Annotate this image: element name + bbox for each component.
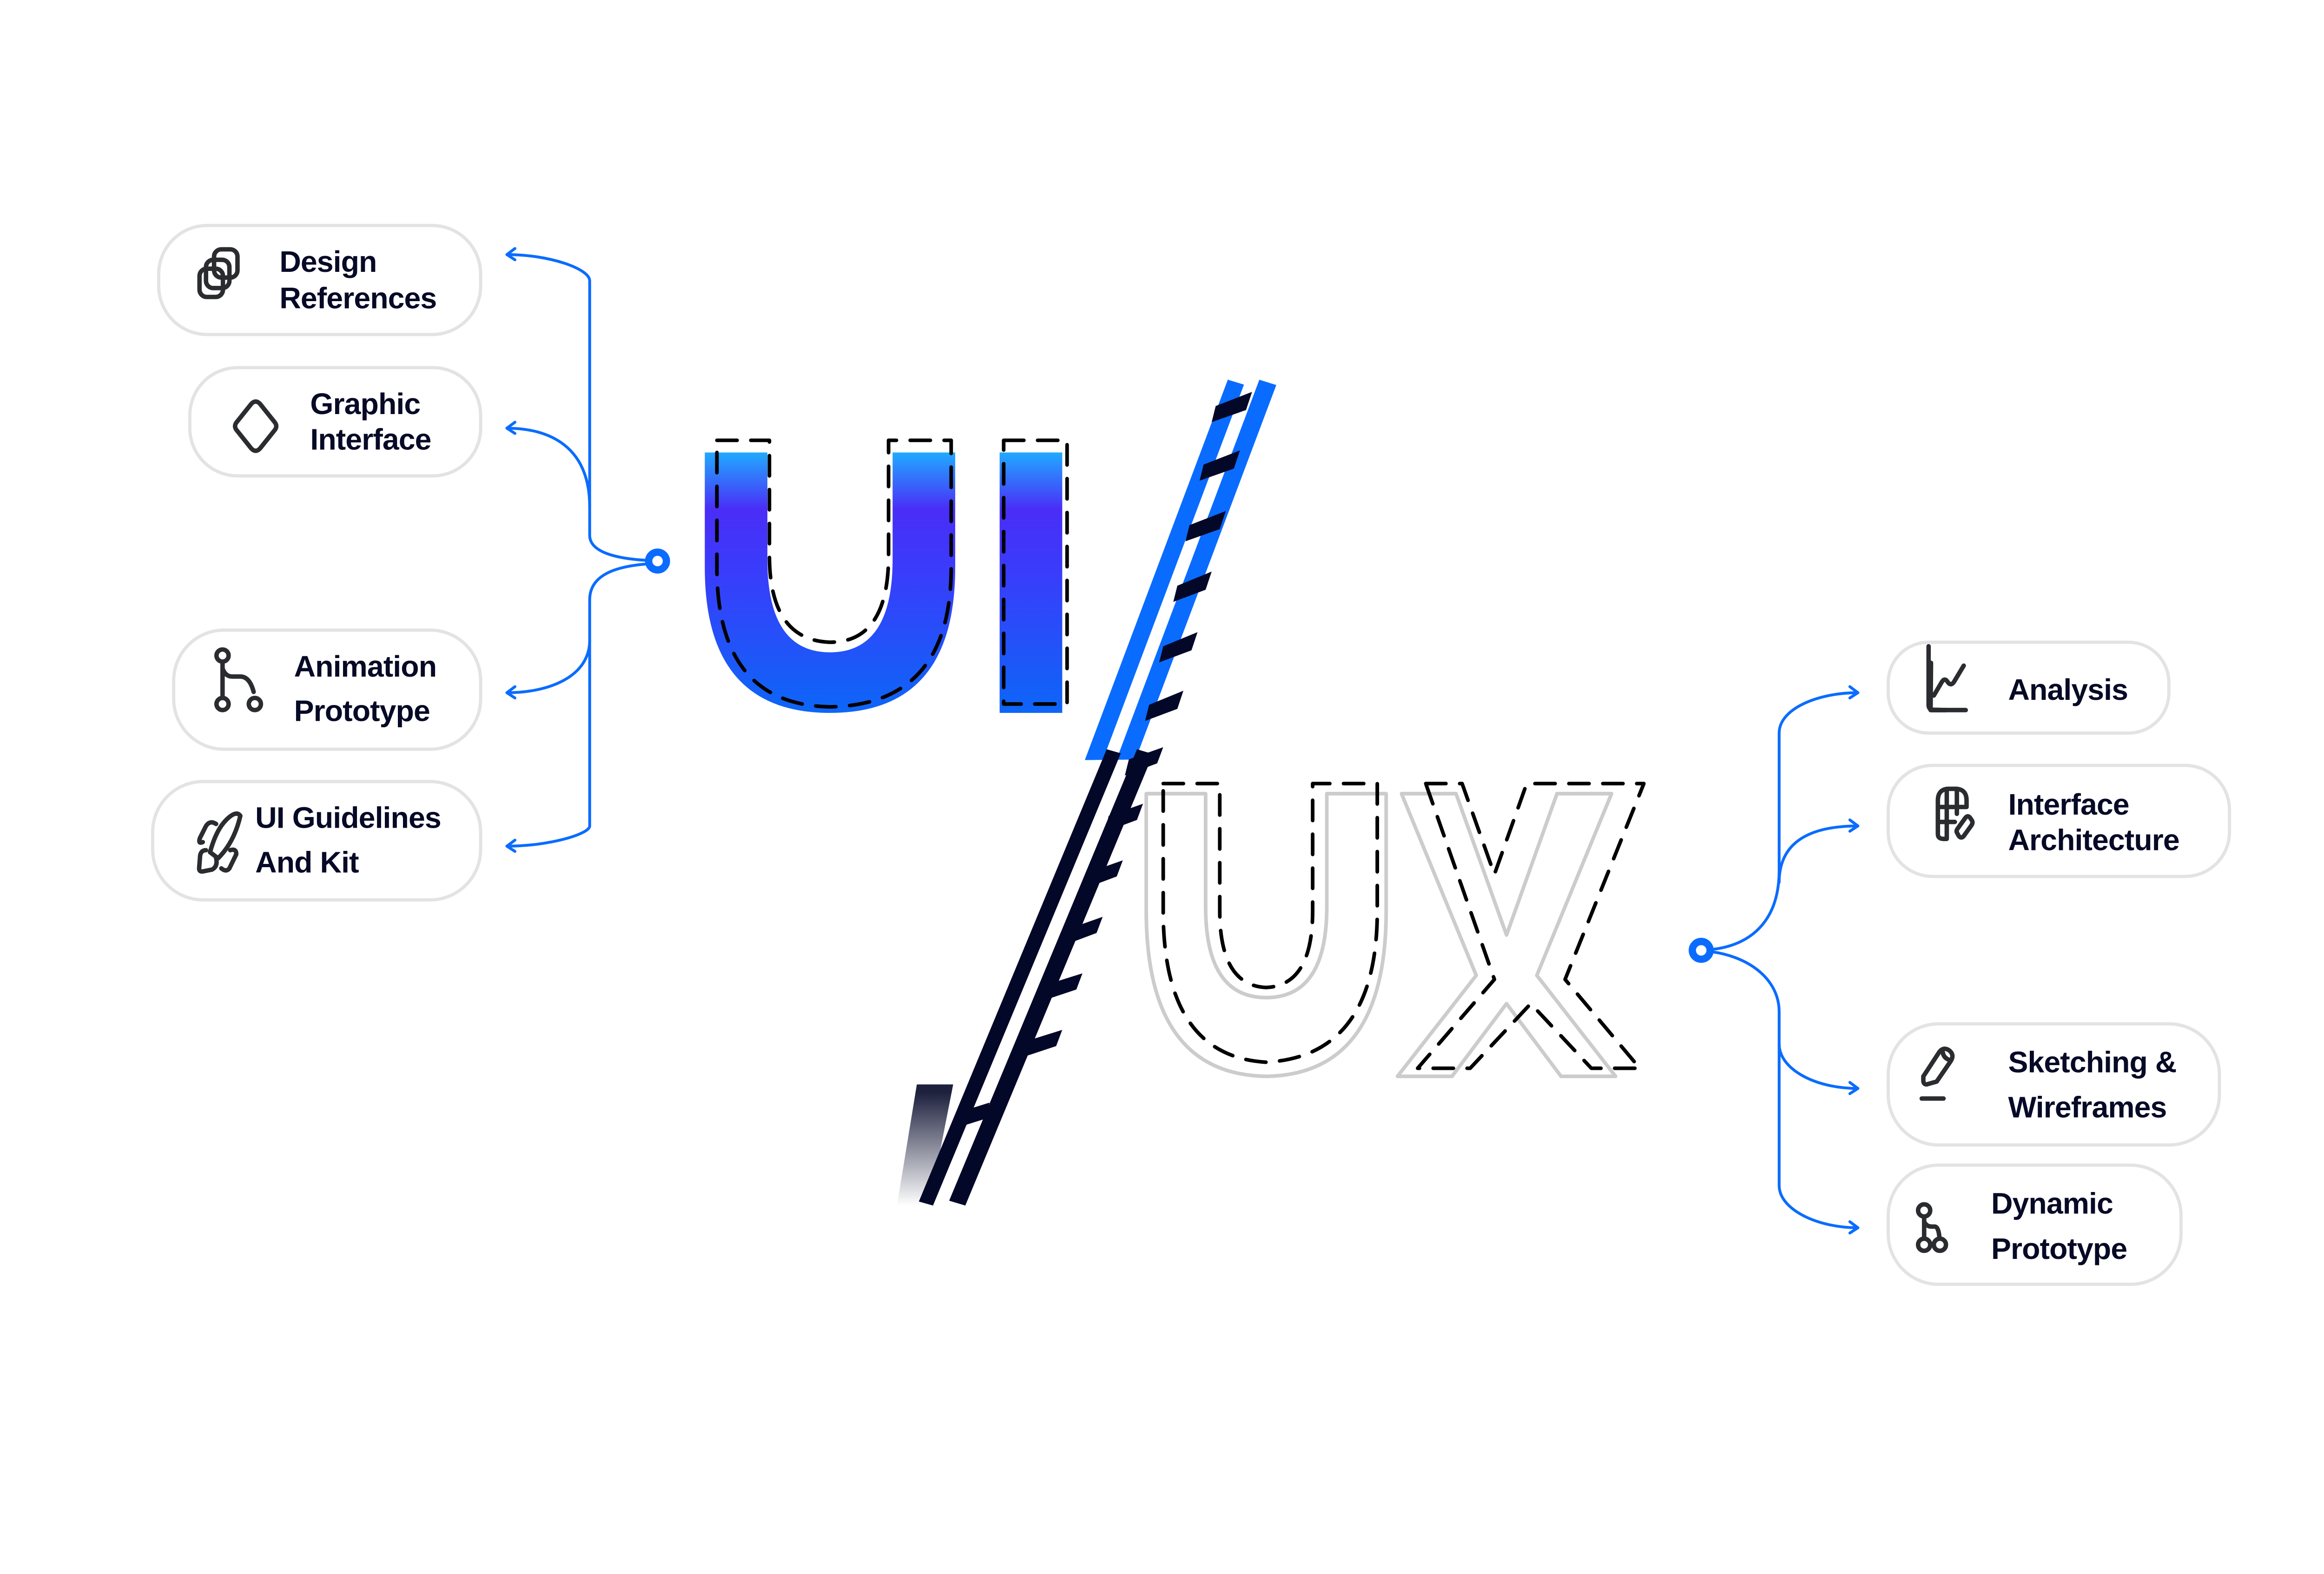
branch-icon (1915, 1202, 1948, 1253)
layers-icon (197, 247, 240, 299)
pill-label-line1: Interface (2008, 788, 2129, 821)
pill-label-line1: Sketching & (2008, 1045, 2176, 1079)
ui-i-dashed-outline (1002, 438, 1069, 706)
rocket-icon (197, 811, 243, 874)
pill-label-line2: And Kit (255, 845, 359, 879)
ux-letter-x-outline (1395, 791, 1618, 1079)
ux-item-analysis[interactable]: Analysis (1769, 103, 2171, 735)
pill-label-line1: Analysis (2008, 673, 2128, 706)
ui-letter-i (999, 452, 1063, 713)
ux-title (1144, 782, 1646, 1079)
ui-connector-node (645, 548, 670, 574)
pill-label-line2: Prototype (1991, 1232, 2127, 1265)
ui-u-dashed-outline (715, 438, 953, 709)
ui-item-graphic-interface[interactable]: Graphic Interface (188, 366, 482, 478)
pill-label-line1: Animation (294, 650, 437, 683)
pill-label-line2: Interface (310, 422, 431, 456)
ladder-rungs (953, 392, 1252, 1129)
diamond-icon (232, 399, 279, 453)
pill-label-line1: Design (279, 245, 376, 278)
ux-item-sketching-wireframes[interactable]: Sketching & Wireframes (1886, 1022, 2221, 1147)
pill-label-line1: Dynamic (1991, 1187, 2113, 1220)
pill-label-line2: Wireframes (2008, 1091, 2166, 1124)
pill-label-line2: Prototype (294, 694, 430, 727)
pill-label-line2: Architecture (2008, 823, 2179, 856)
pencil-icon (1919, 1047, 1955, 1101)
pill-label-line1: UI Guidelines (255, 801, 441, 835)
ux-x-dashed-outline (1416, 782, 1646, 1070)
ui-item-ui-guidelines-and-kit[interactable]: UI Guidelines And Kit (151, 780, 482, 902)
pill-label-line2: References (279, 281, 436, 315)
ux-u-dashed-outline (1161, 782, 1380, 1064)
ui-item-animation-prototype[interactable]: Animation Prototype (172, 628, 482, 751)
grid-eraser-icon (1935, 786, 1975, 841)
pill-label-line1: Graphic (310, 387, 420, 421)
ux-item-dynamic-prototype[interactable]: Dynamic Prototype (1886, 1163, 2183, 1286)
ui-title (705, 438, 1069, 713)
ladder-separator (897, 380, 1276, 1208)
ui-item-design-references[interactable]: Design References (157, 224, 482, 336)
branch-icon (214, 647, 264, 712)
ux-item-interface-architecture[interactable]: Interface Architecture (1886, 764, 2232, 878)
ux-letter-u-outline (1144, 791, 1388, 1079)
ux-connectors (1689, 685, 1860, 1235)
ui-connectors (505, 247, 670, 853)
ux-connector-node (1689, 938, 1714, 963)
line-chart-icon (1926, 644, 1968, 712)
